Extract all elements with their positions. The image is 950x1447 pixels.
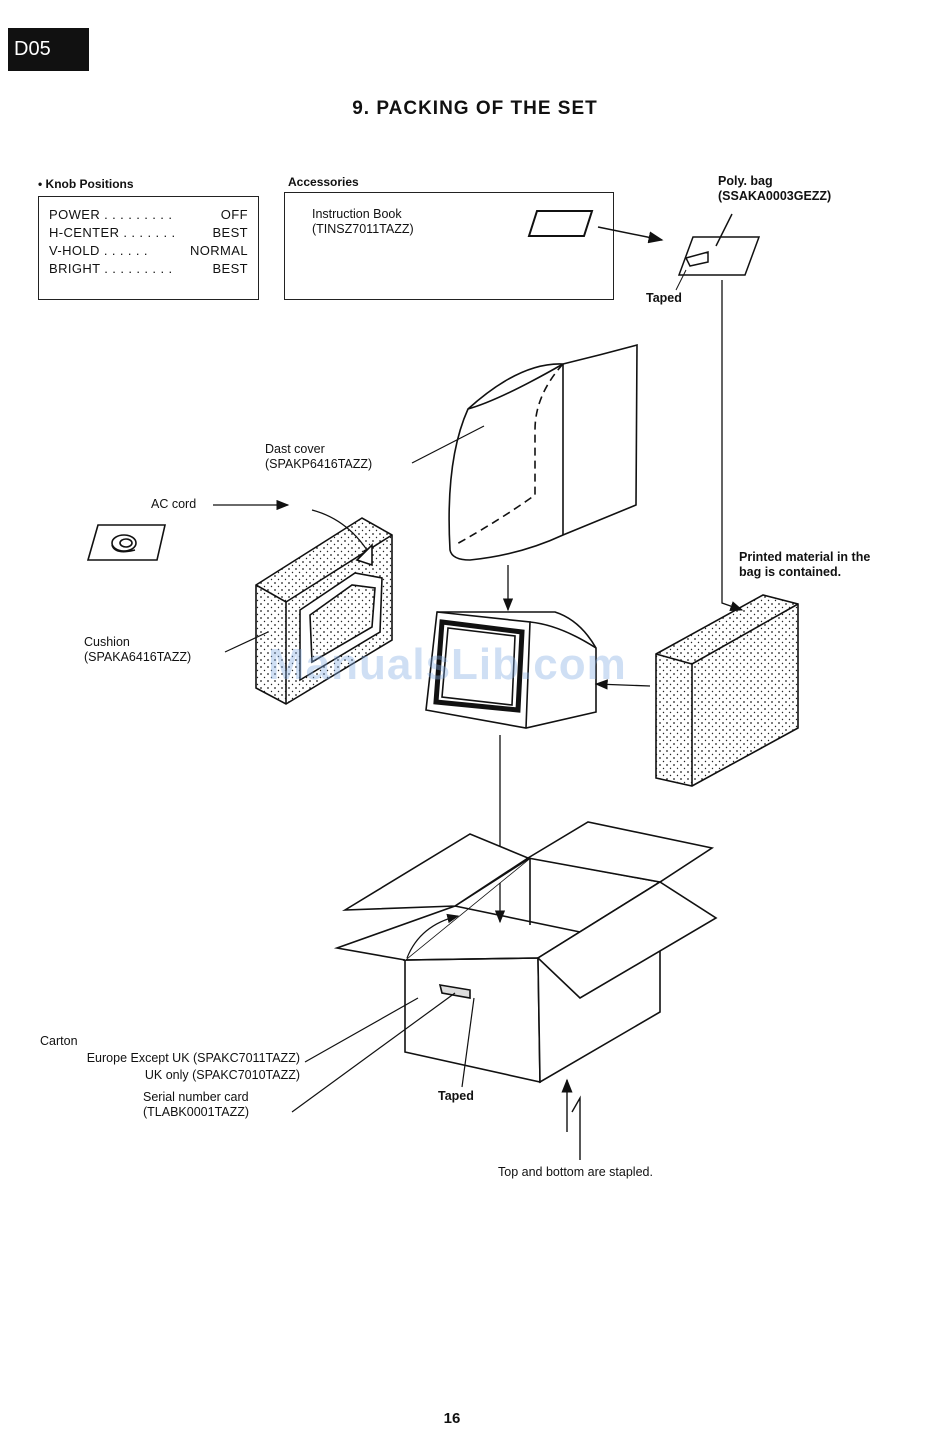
cushion-label: Cushion (SPAKA6416TAZZ): [84, 635, 191, 665]
instruction-book-name: Instruction Book: [312, 207, 402, 221]
knob-row-v-hold: V-HOLD . . . . . . NORMAL: [49, 242, 248, 260]
stapled-label: Top and bottom are stapled.: [498, 1165, 653, 1179]
page-number: 16: [443, 1410, 461, 1427]
bag-to-cushion-line: [721, 280, 744, 612]
knob-row-bright: BRIGHT . . . . . . . . . BEST: [49, 260, 248, 278]
monitor-drawing: [425, 611, 597, 729]
knob-positions-heading: • Knob Positions: [38, 177, 134, 191]
right-cushion-to-monitor-arrow: [594, 679, 651, 690]
accessories-box: [284, 192, 614, 300]
taped-bottom-label: Taped: [438, 1089, 474, 1103]
knob-value: BEST: [212, 261, 248, 276]
taped-top-label: Taped: [646, 291, 682, 305]
knob-value: OFF: [220, 207, 248, 222]
dust-cover-leader: [411, 425, 485, 464]
poly-bag-code: (SSAKA0003GEZZ): [718, 189, 832, 203]
knob-name: POWER . . . . . . . . .: [49, 207, 173, 222]
printed-material-label: Printed material in the bag is contained…: [739, 550, 870, 580]
ac-cord-drawing: [86, 524, 167, 561]
cushion-name: Cushion: [84, 635, 130, 649]
printed-material-line2: bag is contained.: [739, 565, 842, 579]
left-cushion-drawing: [255, 517, 393, 705]
accessories-heading: Accessories: [288, 175, 359, 189]
knob-row-power: POWER . . . . . . . . . OFF: [49, 206, 248, 224]
knob-name: BRIGHT . . . . . . . . .: [49, 261, 173, 276]
dust-cover-name: Dast cover: [265, 442, 325, 456]
serial-card-code: (TLABK0001TAZZ): [143, 1105, 250, 1119]
accessories-item: Instruction Book (TINSZ7011TAZZ): [312, 207, 414, 237]
page-tag: D05: [8, 28, 89, 71]
printed-material-line1: Printed material in the: [739, 550, 871, 564]
dust-cover-code: (SPAKP6416TAZZ): [265, 457, 373, 471]
dust-cover-drawing: [448, 343, 638, 561]
serial-card-label: Serial number card (TLABK0001TAZZ): [143, 1090, 249, 1120]
knob-value: BEST: [212, 225, 248, 240]
book-to-bag-arrow: [597, 226, 664, 244]
taped-bottom-leader: [461, 997, 475, 1088]
poly-bag-name: Poly. bag: [718, 174, 773, 188]
knob-positions-box: POWER . . . . . . . . . OFF H-CENTER . .…: [38, 196, 259, 300]
ac-cord-label: AC cord: [151, 497, 197, 511]
taped-top-leader: [675, 269, 687, 291]
serial-card-leader: [291, 992, 456, 1113]
carton-name: Carton: [40, 1034, 78, 1048]
poly-bag-label: Poly. bag (SSAKA0003GEZZ): [718, 174, 831, 204]
carton-europe-label: Europe Except UK (SPAKC7011TAZZ): [86, 1051, 300, 1065]
instruction-book-code: (TINSZ7011TAZZ): [312, 222, 414, 236]
serial-card-name: Serial number card: [143, 1090, 249, 1104]
staple-symbol: [561, 1078, 581, 1160]
knob-value: NORMAL: [189, 243, 248, 258]
instruction-book-drawing: [527, 210, 594, 237]
knob-row-h-center: H-CENTER . . . . . . . BEST: [49, 224, 248, 242]
flap-curve-arrow: [406, 913, 460, 959]
knob-name: H-CENTER . . . . . . .: [49, 225, 176, 240]
right-cushion-drawing: [655, 594, 799, 787]
carton-drawing: [333, 821, 718, 1084]
watermark: ManualsLib.com: [268, 640, 627, 689]
knob-name: V-HOLD . . . . . .: [49, 243, 148, 258]
section-title: 9. PACKING OF THE SET: [352, 98, 598, 119]
cushion-code: (SPAKA6416TAZZ): [84, 650, 192, 664]
dust-cover-label: Dast cover (SPAKP6416TAZZ): [265, 442, 372, 472]
poly-bag-drawing: [677, 213, 761, 276]
cushion-leader: [224, 631, 269, 653]
carton-uk-label: UK only (SPAKC7010TAZZ): [144, 1068, 300, 1082]
carton-leader: [304, 997, 419, 1063]
